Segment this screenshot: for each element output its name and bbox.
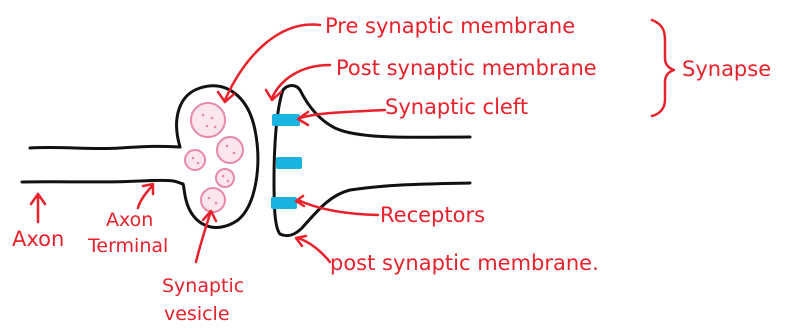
receptor bbox=[271, 197, 297, 209]
axon-terminal-label-line2: Terminal bbox=[87, 235, 168, 257]
vesicle bbox=[185, 150, 205, 170]
synaptic-cleft-label: Synaptic cleft bbox=[385, 95, 528, 119]
pre-synaptic-arrow bbox=[218, 25, 320, 102]
axon-upper-line bbox=[30, 146, 180, 148]
axon-terminal-arrow bbox=[138, 184, 153, 208]
synaptic-vesicles bbox=[185, 103, 243, 212]
vesicle bbox=[216, 169, 234, 187]
post-synaptic-membrane-top-label: Post synaptic membrane bbox=[336, 56, 597, 80]
post-synaptic-membrane-bottom-label: post synaptic membrane. bbox=[330, 251, 599, 275]
synaptic-vesicle-arrow bbox=[196, 211, 216, 262]
receptors-arrow bbox=[296, 196, 378, 215]
synaptic-cleft-arrow bbox=[298, 110, 385, 125]
pre-synaptic-membrane-label: Pre synaptic membrane bbox=[325, 14, 575, 38]
vesicle bbox=[191, 103, 225, 137]
synapse-bracket bbox=[652, 20, 674, 116]
axon-arrow bbox=[31, 194, 45, 222]
receptor bbox=[276, 157, 302, 169]
axon-label: Axon bbox=[12, 227, 64, 251]
synaptic-vesicle-label-line2: vesicle bbox=[164, 303, 230, 325]
post-synaptic-top-arrow bbox=[266, 65, 330, 100]
synaptic-vesicle-label-line1: Synaptic bbox=[162, 275, 244, 297]
vesicle bbox=[201, 188, 225, 212]
receptors-label: Receptors bbox=[380, 203, 485, 227]
axon-terminal-label-line1: Axon bbox=[106, 209, 153, 231]
receptor bbox=[272, 114, 300, 126]
synapse-label: Synapse bbox=[682, 57, 771, 81]
post-synaptic-bottom-arrow bbox=[296, 236, 330, 262]
axon-lower-line bbox=[22, 180, 183, 184]
vesicle bbox=[217, 137, 243, 163]
